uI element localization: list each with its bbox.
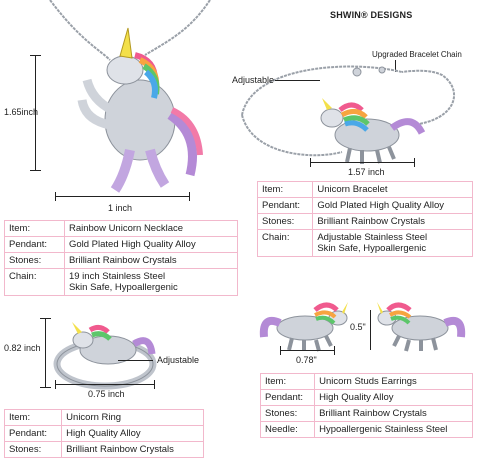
spec-value-line2: Skin Safe, Hypoallergenic <box>68 282 178 293</box>
spec-value-line1: 19 inch Stainless Steel <box>68 271 166 282</box>
spec-key: Pendant: <box>259 389 316 406</box>
bracelet-width-cap-right <box>414 158 415 167</box>
spec-key: Pendant: <box>4 236 65 253</box>
table-row: Chain: Adjustable Stainless Steel Skin S… <box>256 229 473 257</box>
table-row: Stones: Brilliant Rainbow Crystals <box>3 441 204 458</box>
necklace-height-cap-top <box>30 55 41 56</box>
ring-adjustable-label: Adjustable <box>157 355 200 365</box>
bracelet-width-cap-left <box>310 158 311 167</box>
spec-value: Rainbow Unicorn Necklace <box>63 220 239 237</box>
ring-width-label: 0.75 inch <box>88 389 125 399</box>
table-row: Pendant: High Quality Alloy <box>259 389 473 406</box>
bracelet-chain-note: Upgraded Bracelet Chain <box>372 50 462 59</box>
spec-key: Needle: <box>259 421 316 438</box>
necklace-width-cap-left <box>55 192 56 201</box>
spec-key: Item: <box>4 220 65 237</box>
spec-key: Pendant: <box>256 197 314 214</box>
table-row: Stones: Brilliant Rainbow Crystals <box>259 405 473 422</box>
spec-value: Gold Plated High Quality Alloy <box>63 236 239 253</box>
earring-height-label: 0.5" <box>350 322 366 332</box>
spec-value: Hypoallergenic Stainless Steel <box>314 421 473 438</box>
earring-width-cap-right <box>334 346 335 355</box>
spec-value: Brilliant Rainbow Crystals <box>63 252 239 269</box>
earring-width-line <box>280 350 335 351</box>
necklace-height-label: 1.65inch <box>4 107 39 117</box>
earring-width-label: 0.78" <box>296 355 317 365</box>
spec-value: Unicorn Bracelet <box>312 181 473 198</box>
spec-value: Adjustable Stainless Steel Skin Safe, Hy… <box>312 229 473 257</box>
ring-height-cap-top <box>40 318 51 319</box>
spec-key: Pendant: <box>3 425 63 442</box>
spec-key: Item: <box>3 409 63 426</box>
spec-key: Chain: <box>4 268 65 296</box>
earring-right-image <box>377 302 466 352</box>
spec-key: Item: <box>256 181 314 198</box>
spec-key: Stones: <box>256 213 314 230</box>
spec-value: Unicorn Ring <box>61 409 204 426</box>
spec-value: 19 inch Stainless Steel Skin Safe, Hypoa… <box>63 268 239 296</box>
earrings-spec-table: Item: Unicorn Studs Earrings Pendant: Hi… <box>259 373 473 438</box>
spec-value-line1: Adjustable Stainless Steel <box>317 232 428 243</box>
earring-width-cap-left <box>280 346 281 355</box>
ring-width-cap-left <box>55 380 56 389</box>
bracelet-width-label: 1.57 inch <box>348 167 385 177</box>
earring-left-image <box>259 302 348 352</box>
table-row: Item: Unicorn Ring <box>3 409 204 426</box>
spec-value: Gold Plated High Quality Alloy <box>312 197 473 214</box>
brand-name: SHWIN® DESIGNS <box>330 10 413 20</box>
spec-key: Stones: <box>3 441 63 458</box>
necklace-height-line <box>35 55 36 170</box>
table-row: Pendant: High Quality Alloy <box>3 425 204 442</box>
table-row: Chain: 19 inch Stainless Steel Skin Safe… <box>4 268 239 296</box>
ring-width-cap-right <box>154 380 155 389</box>
table-row: Pendant: Gold Plated High Quality Alloy <box>4 236 239 253</box>
spec-value: High Quality Alloy <box>61 425 204 442</box>
spec-key: Chain: <box>256 229 314 257</box>
ring-height-cap-bottom <box>40 387 51 388</box>
necklace-height-cap-bottom <box>30 170 41 171</box>
spec-key: Stones: <box>259 405 316 422</box>
bracelet-chain-note-pointer <box>395 60 396 72</box>
ring-adjustable-arrow <box>118 360 153 361</box>
table-row: Stones: Brilliant Rainbow Crystals <box>256 213 473 230</box>
ring-width-line <box>55 384 155 385</box>
bracelet-image <box>241 65 456 164</box>
necklace-width-line <box>55 196 190 197</box>
table-row: Item: Rainbow Unicorn Necklace <box>4 220 239 237</box>
bracelet-adjustable-arrow <box>275 80 320 81</box>
table-row: Item: Unicorn Studs Earrings <box>259 373 473 390</box>
ring-height-label: 0.82 inch <box>4 343 41 353</box>
spec-value: Brilliant Rainbow Crystals <box>314 405 473 422</box>
spec-value: High Quality Alloy <box>314 389 473 406</box>
ring-height-line <box>45 318 46 388</box>
ring-spec-table: Item: Unicorn Ring Pendant: High Quality… <box>3 409 204 458</box>
necklace-spec-table: Item: Rainbow Unicorn Necklace Pendant: … <box>4 220 239 296</box>
table-row: Pendant: Gold Plated High Quality Alloy <box>256 197 473 214</box>
necklace-width-label: 1 inch <box>108 203 133 213</box>
bracelet-spec-table: Item: Unicorn Bracelet Pendant: Gold Pla… <box>256 181 473 257</box>
spec-value: Unicorn Studs Earrings <box>314 373 473 390</box>
bracelet-adjustable-label: Adjustable <box>232 75 275 85</box>
spec-value: Brilliant Rainbow Crystals <box>61 441 204 458</box>
spec-key: Item: <box>259 373 316 390</box>
bracelet-width-line <box>310 162 415 163</box>
table-row: Needle: Hypoallergenic Stainless Steel <box>259 421 473 438</box>
spec-value: Brilliant Rainbow Crystals <box>312 213 473 230</box>
spec-value-line2: Skin Safe, Hypoallergenic <box>317 243 427 254</box>
table-row: Item: Unicorn Bracelet <box>256 181 473 198</box>
ring-image <box>53 322 157 390</box>
necklace-image <box>49 0 211 193</box>
spec-key: Stones: <box>4 252 65 269</box>
table-row: Stones: Brilliant Rainbow Crystals <box>4 252 239 269</box>
earring-height-line <box>370 310 371 350</box>
necklace-width-cap-right <box>189 192 190 201</box>
